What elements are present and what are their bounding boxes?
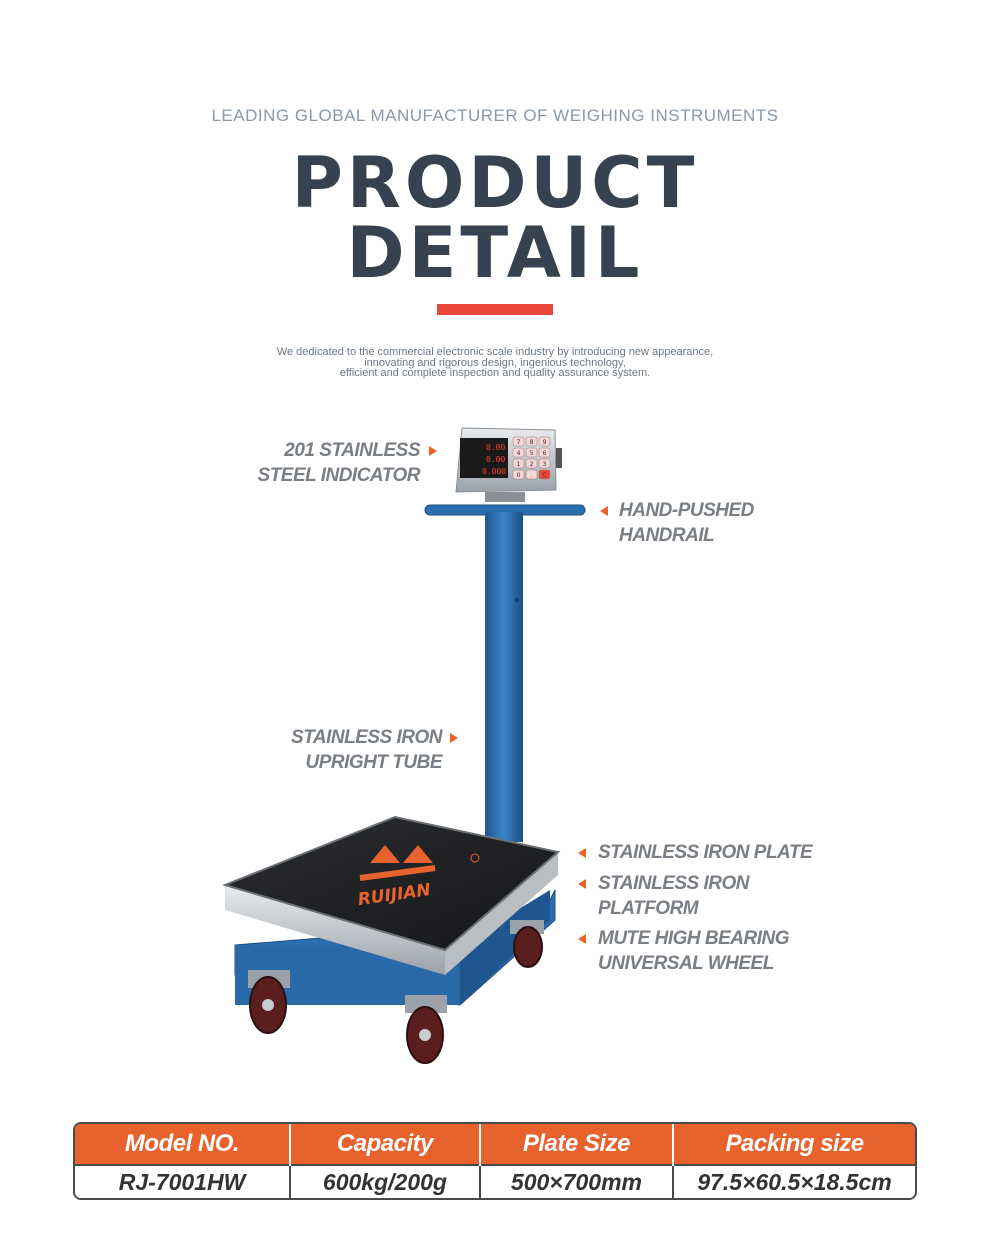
- callout-plate: STAINLESS IRON PLATE: [598, 840, 838, 865]
- arrow-left-icon: [578, 934, 586, 944]
- stainless-iron-plate: RUIJIAN: [221, 815, 561, 952]
- spec-header-cell: Capacity: [290, 1124, 481, 1165]
- keypad-key-label: .: [531, 472, 533, 479]
- callout-text: UPRIGHT TUBE: [305, 752, 443, 773]
- brand-logo: RUIJIAN: [357, 845, 436, 910]
- description-line: innovating and rigorous design, ingeniou…: [364, 356, 626, 369]
- callout-handrail: HAND-PUSHED HANDRAIL: [619, 498, 819, 548]
- keypad-key: [538, 436, 551, 447]
- callout-text: UNIVERSAL WHEEL: [598, 953, 774, 974]
- callout-text: 201 STAINLESS: [284, 440, 420, 461]
- company-description: We dedicated to the commercial electroni…: [195, 347, 795, 379]
- keypad-key: [525, 458, 538, 469]
- keypad-key-label: 9: [543, 439, 547, 446]
- callout-text: PLATFORM: [598, 898, 699, 919]
- keypad-key-label: 3: [543, 461, 547, 468]
- page-title-line1: PRODUCT: [291, 142, 699, 224]
- arrow-right-icon: [429, 446, 437, 456]
- spec-header-cell: Plate Size: [479, 1124, 675, 1165]
- callout-text: HAND-PUSHED: [619, 500, 754, 521]
- keypad-key-label: C: [542, 472, 546, 479]
- page-title-line2: DETAIL: [346, 212, 644, 294]
- display-readout-2: 0.00: [486, 455, 505, 464]
- keypad-key: [512, 436, 525, 447]
- keypad-key: [538, 458, 551, 469]
- spec-header-row: Model NO. Capacity Plate Size Packing si…: [75, 1124, 915, 1165]
- description-line: We dedicated to the commercial electroni…: [276, 346, 714, 358]
- callout-text: STAINLESS IRON: [598, 873, 750, 894]
- spec-value-cell: RJ-7001HW: [75, 1164, 292, 1198]
- keypad-key-label: 7: [517, 439, 521, 446]
- callout-text: HANDRAIL: [619, 525, 715, 546]
- keypad-key: [525, 469, 538, 480]
- spec-value-cell: 500×700mm: [479, 1164, 675, 1198]
- keypad-key-label: 0: [517, 472, 521, 479]
- keypad-key-label: 1: [517, 461, 521, 468]
- callout-indicator: 201 STAINLESS STEEL INDICATOR: [230, 438, 421, 488]
- keypad-key: [512, 447, 525, 458]
- keypad-key: [512, 458, 525, 469]
- arrow-left-icon: [600, 506, 608, 516]
- callout-tube: STAINLESS IRON UPRIGHT TUBE: [250, 725, 443, 775]
- keypad-key: [512, 469, 525, 480]
- header-tagline: LEADING GLOBAL MANUFACTURER OF WEIGHING …: [211, 106, 779, 125]
- spec-value-cell: 97.5×60.5×18.5cm: [673, 1164, 915, 1198]
- display-readout-1: 0.00: [486, 443, 505, 452]
- stainless-iron-platform: [225, 852, 558, 975]
- stainless-steel-indicator: 0.00 0.00 0.000 7 8 9 4 5 6 1 2 3 0. C: [455, 427, 562, 502]
- callout-platform: STAINLESS IRON PLATFORM: [598, 871, 838, 921]
- keypad-key: [525, 447, 538, 458]
- keypad-key-label: 2: [530, 461, 534, 468]
- spec-value-row: RJ-7001HW 600kg/200g 500×700mm 97.5×60.5…: [75, 1164, 915, 1198]
- keypad-key-label: 5: [530, 450, 534, 457]
- description-line: efficient and complete inspection and qu…: [339, 367, 651, 379]
- keypad-key: [538, 447, 551, 458]
- callout-text: MUTE HIGH BEARING: [598, 928, 790, 949]
- keypad-key: [538, 469, 551, 480]
- callout-wheel: MUTE HIGH BEARING UNIVERSAL WHEEL: [598, 926, 838, 976]
- keypad: 7 8 9 4 5 6 1 2 3 0. C: [512, 436, 551, 480]
- display-readout-3: 0.000: [482, 467, 506, 476]
- universal-wheels: [248, 920, 544, 1064]
- arrow-left-icon: [578, 879, 586, 889]
- platform-scale-image: 0.00 0.00 0.000 7 8 9 4 5 6 1 2 3 0. C: [221, 427, 586, 1064]
- callout-text: STEEL INDICATOR: [257, 465, 421, 486]
- spec-header-cell: Packing size: [673, 1124, 915, 1165]
- spec-table: Model NO. Capacity Plate Size Packing si…: [73, 1122, 917, 1200]
- callout-text: STAINLESS IRON PLATE: [598, 842, 813, 863]
- keypad-key-label: 6: [543, 450, 547, 457]
- arrow-right-icon: [450, 733, 458, 743]
- callout-text: STAINLESS IRON: [291, 727, 443, 748]
- keypad-key-label: 8: [530, 439, 534, 446]
- arrow-left-icon: [578, 848, 586, 858]
- upright-tube: [485, 512, 523, 842]
- spec-value-cell: 600kg/200g: [290, 1164, 481, 1198]
- keypad-key-label: 4: [517, 450, 521, 457]
- title-underline-bar: [437, 304, 553, 315]
- keypad-key: [525, 436, 538, 447]
- spec-header-cell: Model NO.: [75, 1124, 292, 1165]
